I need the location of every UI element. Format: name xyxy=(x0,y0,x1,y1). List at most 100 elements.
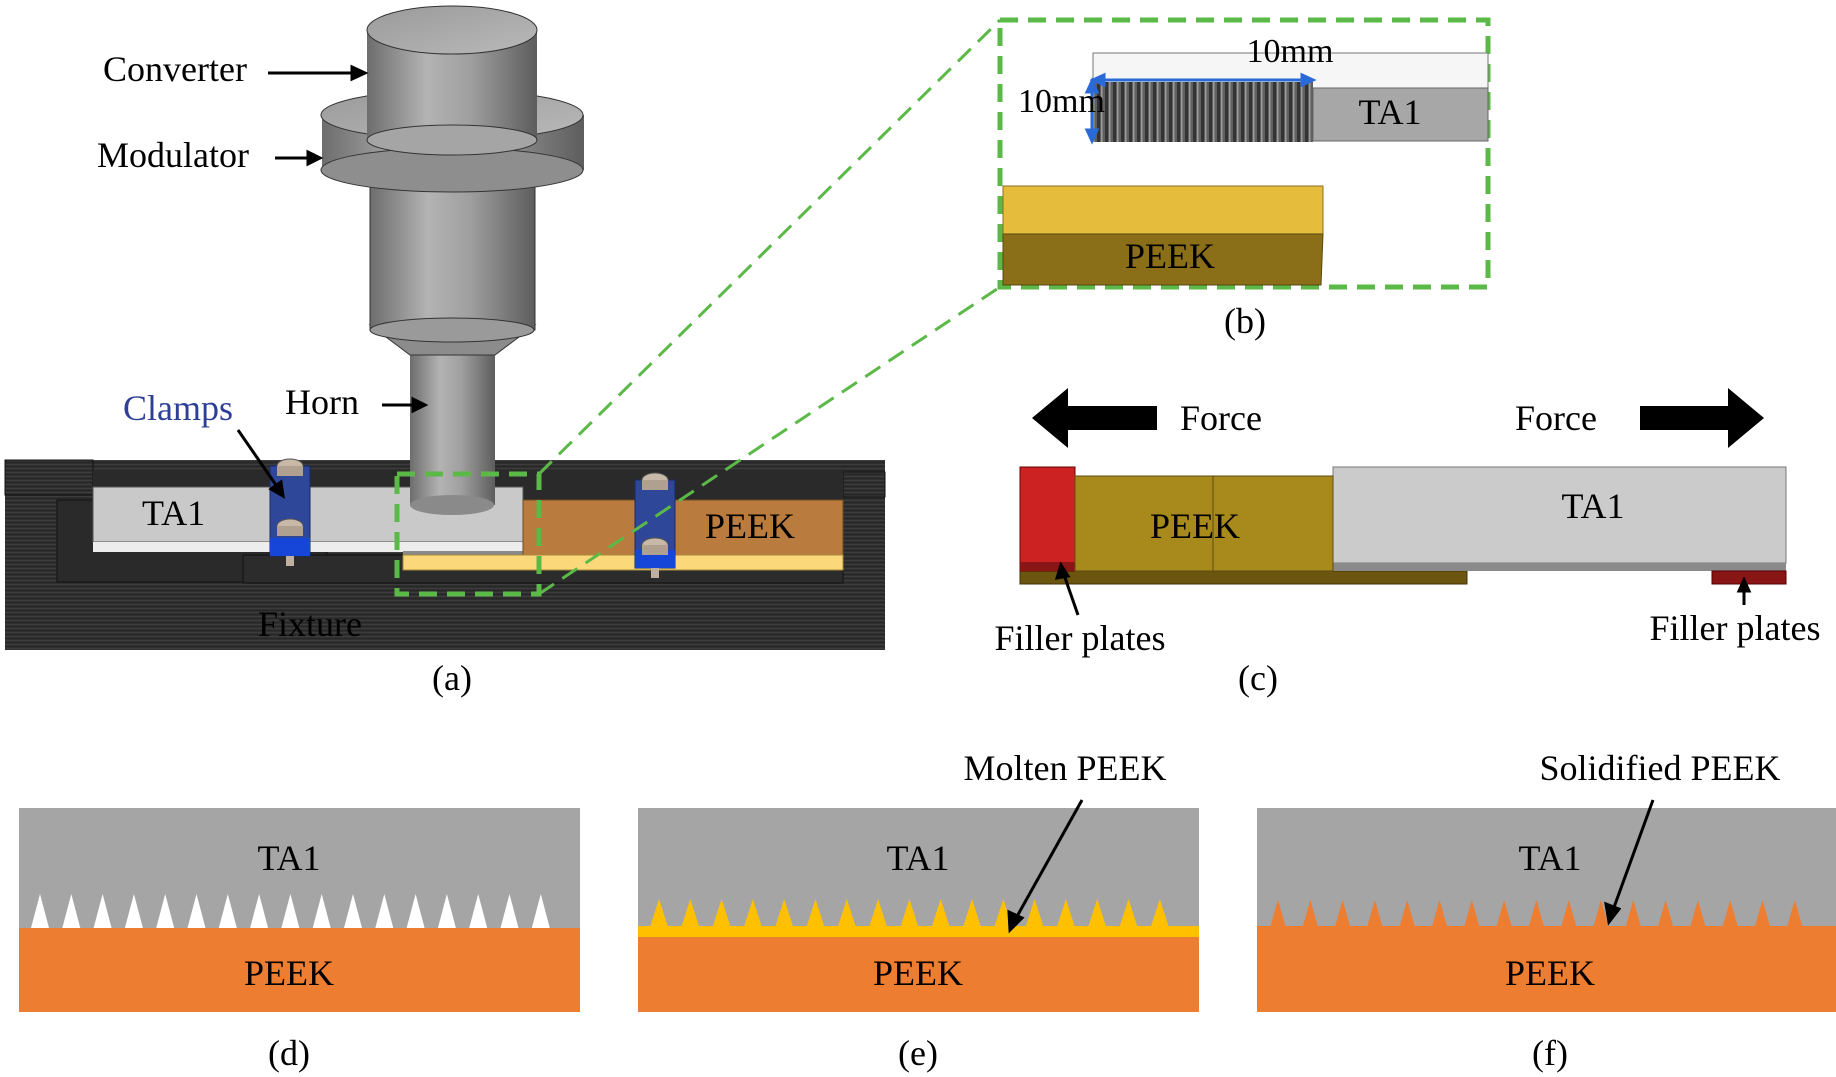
tooth xyxy=(156,894,175,928)
label-converter: Converter xyxy=(103,49,247,89)
label-modulator: Modulator xyxy=(97,135,249,175)
tooth xyxy=(1431,900,1448,928)
tooth xyxy=(1088,899,1107,927)
tooth xyxy=(869,899,888,927)
caption-b: (b) xyxy=(1224,301,1266,341)
tooth xyxy=(375,894,394,928)
tooth xyxy=(963,899,981,927)
tooth xyxy=(1722,900,1739,928)
tooth xyxy=(931,899,950,927)
threaded-region xyxy=(1093,82,1313,142)
force-arrow-right xyxy=(1640,388,1764,448)
tooth xyxy=(1366,900,1383,928)
force-arrow-left xyxy=(1032,388,1157,448)
peek-block-b xyxy=(1002,233,1324,286)
tooth xyxy=(994,899,1013,927)
interface-cavities xyxy=(31,894,550,928)
tooth xyxy=(1528,900,1545,928)
tooth xyxy=(1270,900,1286,928)
clamp-right xyxy=(634,472,676,578)
caption-c: (c) xyxy=(1238,658,1278,698)
label-peek-f: PEEK xyxy=(1505,953,1595,993)
tooth xyxy=(531,894,550,928)
label-ta1-e: TA1 xyxy=(886,838,949,878)
tooth xyxy=(1754,900,1771,928)
label-filler-right: Filler plates xyxy=(1650,608,1821,648)
panel-e: TA1 PEEK Molten PEEK (e) xyxy=(638,748,1199,1073)
label-peek-a: PEEK xyxy=(705,506,795,546)
tooth xyxy=(344,894,362,928)
tooth xyxy=(1560,900,1577,928)
label-peek-e: PEEK xyxy=(873,953,963,993)
clamp-left xyxy=(269,458,311,566)
tooth xyxy=(1302,900,1319,928)
tooth xyxy=(900,899,919,927)
annotation-molten-peek: Molten PEEK xyxy=(964,748,1167,788)
tooth xyxy=(806,899,825,927)
peek-plate xyxy=(522,499,844,556)
tooth xyxy=(1593,900,1609,928)
label-horn: Horn xyxy=(285,382,359,422)
tooth xyxy=(1625,900,1642,928)
filler-plate-right xyxy=(1711,570,1787,585)
tooth xyxy=(1689,900,1706,928)
tooth xyxy=(469,894,488,928)
tooth xyxy=(1119,899,1138,927)
panel-b: 10mm 10mm TA1 PEEK (b) xyxy=(997,17,1491,341)
panel-c: Force Force PEEK TA1 Filler plates Fille… xyxy=(995,388,1821,698)
caption-f: (f) xyxy=(1532,1033,1568,1073)
tooth xyxy=(1334,900,1351,928)
tooth xyxy=(124,894,143,928)
tooth xyxy=(93,894,112,928)
tooth xyxy=(712,899,731,927)
tooth xyxy=(1025,899,1044,927)
tooth xyxy=(1496,900,1513,928)
horn xyxy=(410,345,495,505)
caption-a: (a) xyxy=(432,658,472,698)
ta1-bar-c xyxy=(1332,466,1787,564)
label-ta1-c: TA1 xyxy=(1561,486,1624,526)
tooth xyxy=(187,894,206,928)
tooth xyxy=(62,894,81,928)
tooth xyxy=(281,894,300,928)
label-ta1-d: TA1 xyxy=(257,838,320,878)
annotation-solidified-peek: Solidified PEEK xyxy=(1540,748,1781,788)
molten-peek-teeth xyxy=(650,899,1169,927)
label-clamps: Clamps xyxy=(123,388,233,428)
peek-bar-c xyxy=(1074,475,1214,572)
tooth xyxy=(31,894,49,928)
panel-d: TA1 PEEK (d) xyxy=(19,808,580,1073)
label-peek-c: PEEK xyxy=(1150,506,1240,546)
caption-d: (d) xyxy=(268,1033,310,1073)
label-force-left: Force xyxy=(1180,398,1262,438)
solidified-peek-teeth xyxy=(1270,900,1803,928)
panel-a: Converter Modulator Horn Clamps TA1 PEEK… xyxy=(4,5,1002,698)
tooth xyxy=(837,899,856,927)
panel-f: TA1 PEEK Solidified PEEK (f) xyxy=(1257,748,1836,1073)
tooth xyxy=(1786,900,1803,928)
caption-e: (e) xyxy=(898,1033,938,1073)
ta1-block-b xyxy=(1312,87,1489,142)
zoom-indicator xyxy=(394,18,1002,597)
molten-layer xyxy=(638,926,1199,937)
tooth xyxy=(743,899,762,927)
dim-height: 10mm xyxy=(1018,83,1105,120)
label-peek-b: PEEK xyxy=(1125,236,1215,276)
tooth xyxy=(437,894,456,928)
tooth xyxy=(406,894,425,928)
tooth xyxy=(1657,900,1674,928)
ultrasonic-stack xyxy=(320,5,584,515)
tooth xyxy=(775,899,794,927)
label-force-right: Force xyxy=(1515,398,1597,438)
label-fixture: Fixture xyxy=(258,604,362,644)
tooth xyxy=(500,894,519,928)
filler-plate-left xyxy=(1019,466,1076,572)
tooth xyxy=(1150,899,1169,927)
tooth xyxy=(681,899,700,927)
tooth xyxy=(1056,899,1075,927)
tooth xyxy=(1399,900,1416,928)
label-ta1-b: TA1 xyxy=(1358,92,1421,132)
label-ta1-a: TA1 xyxy=(142,493,205,533)
tooth xyxy=(218,894,237,928)
